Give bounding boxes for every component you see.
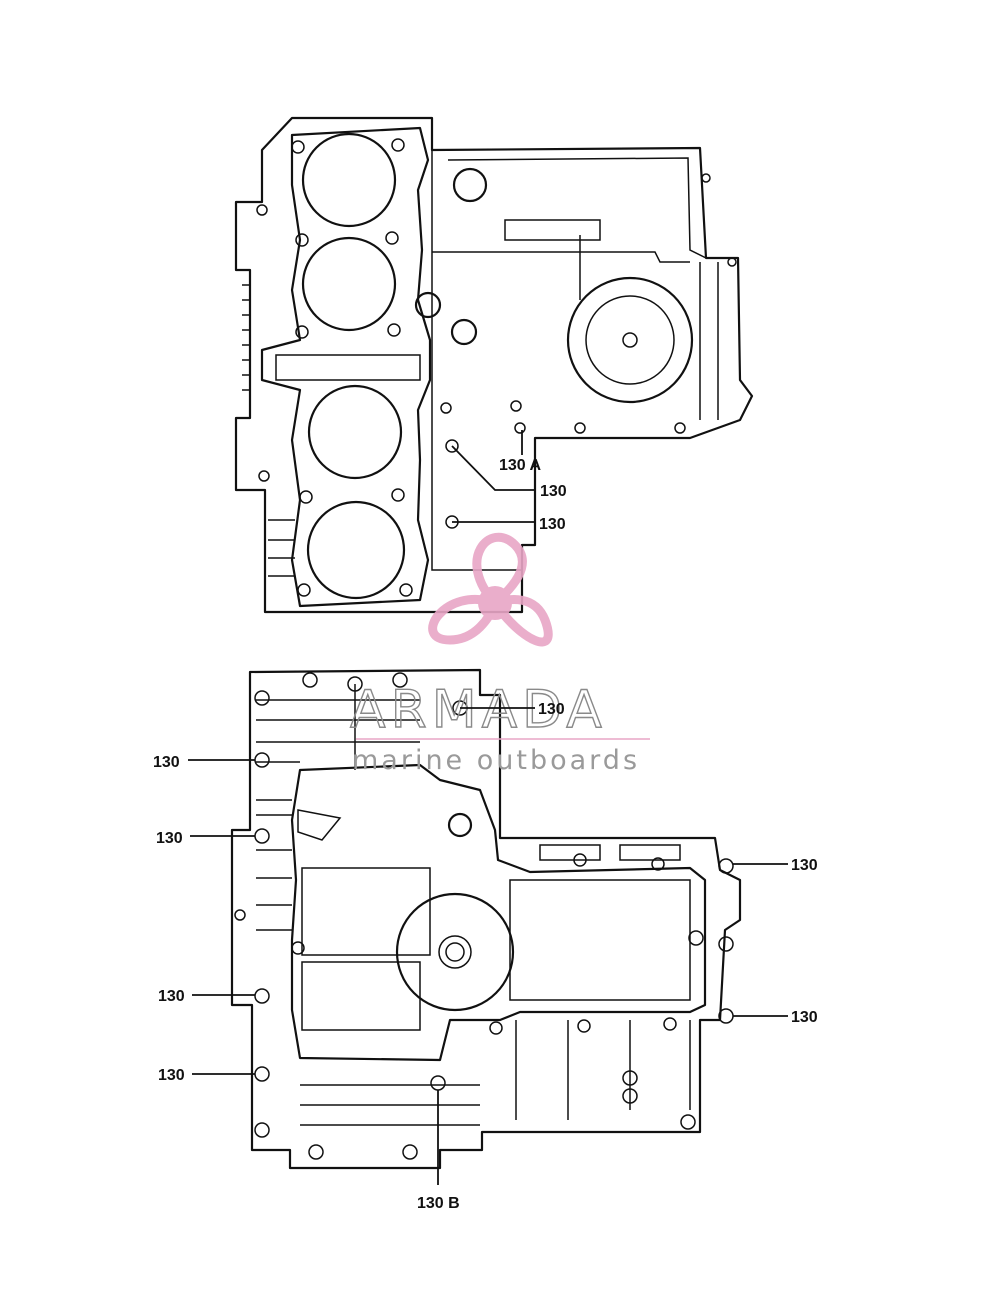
callout-130-left-4: 130	[158, 1067, 185, 1084]
watermark-brand: ARMADA	[350, 680, 607, 740]
callout-130-left-1: 130	[153, 754, 180, 771]
callout-130-top-1: 130	[540, 483, 567, 500]
callout-130a: 130 A	[499, 457, 542, 474]
callout-130-right-1: 130	[791, 857, 818, 874]
callout-130-lower-top: 130	[538, 701, 565, 718]
propeller-logo-icon	[428, 532, 553, 647]
callout-130-right-2: 130	[791, 1009, 818, 1026]
watermark-tagline: marine outboards	[352, 745, 640, 776]
leader-lines	[188, 430, 788, 1185]
upper-crankcase-drawing	[234, 116, 754, 614]
callout-130-left-2: 130	[156, 830, 183, 847]
lower-crankcase-drawing	[230, 668, 742, 1170]
callout-130-top-2: 130	[539, 516, 566, 533]
callout-130-left-3: 130	[158, 988, 185, 1005]
leader-line-130-top-1	[451, 445, 535, 491]
callout-130b: 130 B	[417, 1195, 460, 1212]
